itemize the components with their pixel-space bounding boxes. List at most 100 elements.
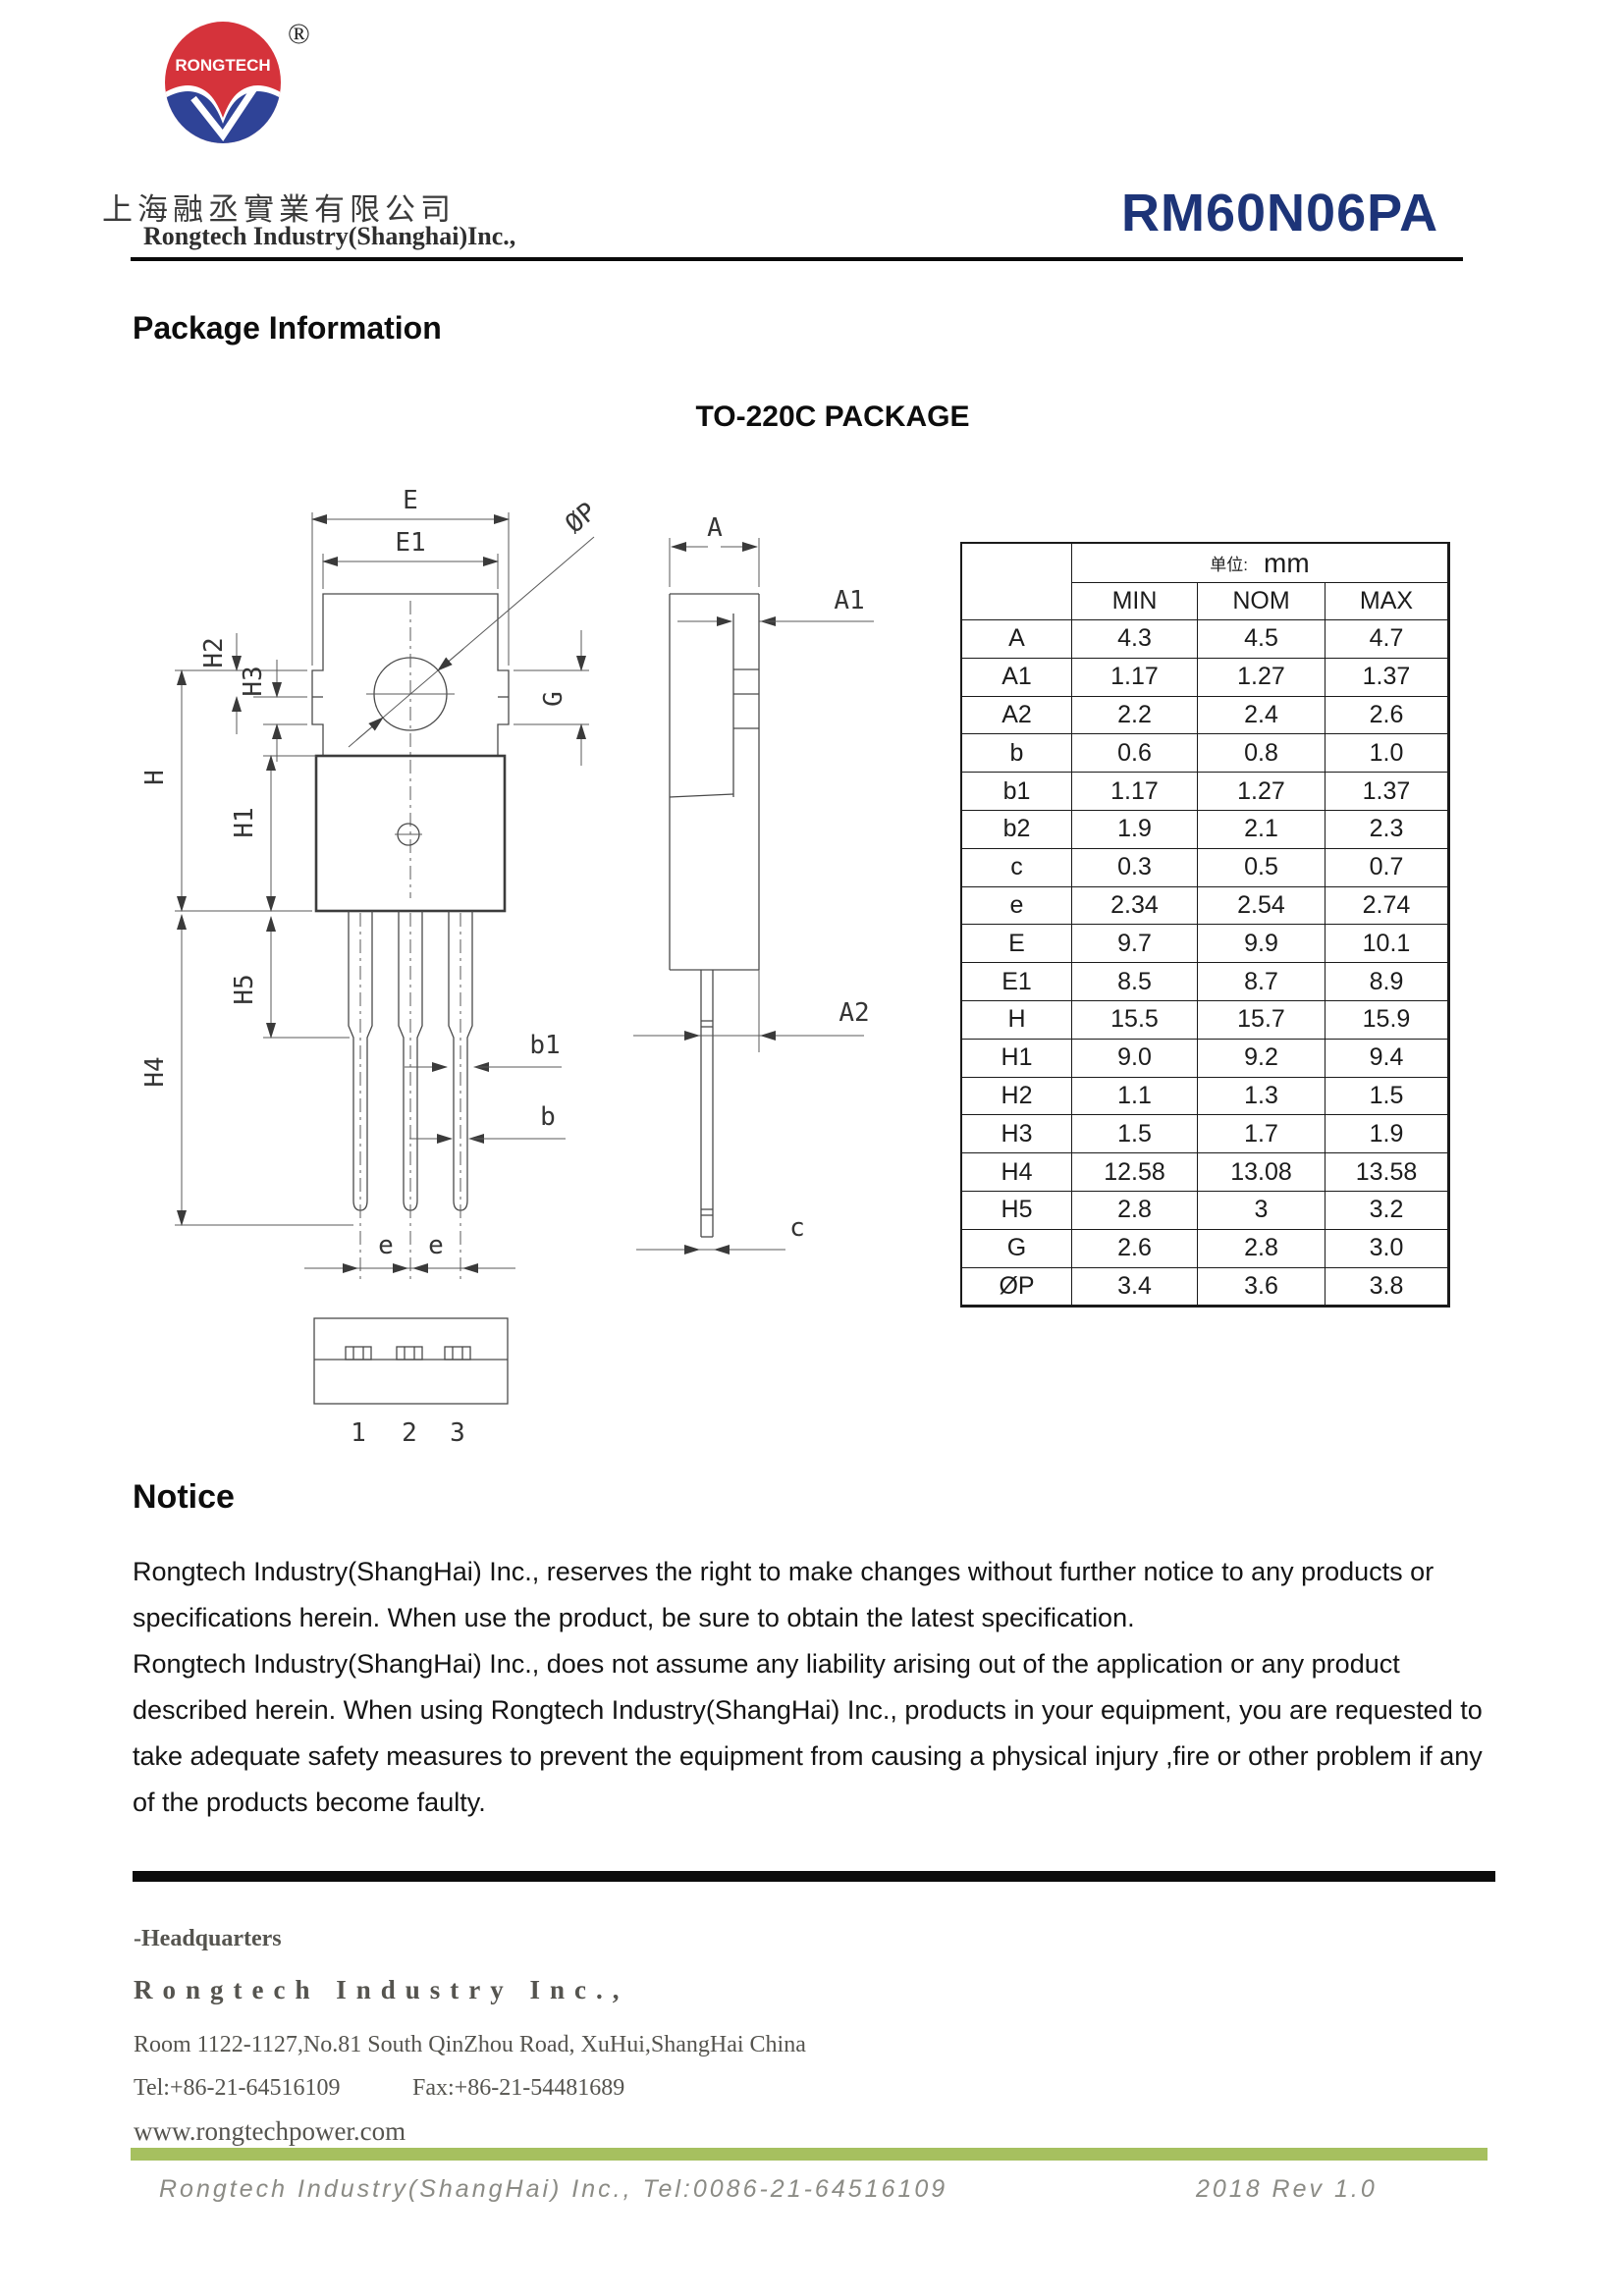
footer-company-name: Rongtech Industry Inc., — [134, 1975, 629, 2004]
footer-green-bar — [131, 2148, 1488, 2161]
dim-value-cell: 1.17 — [1072, 658, 1198, 697]
dim-symbol-cell: A — [962, 620, 1072, 659]
front-view — [311, 593, 510, 1281]
registered-mark-icon: ® — [288, 18, 310, 50]
dim-value-cell: 8.9 — [1325, 963, 1448, 1001]
dim-label-E1: E1 — [395, 528, 425, 558]
dim-symbol-cell: ØP — [962, 1267, 1072, 1307]
dim-value-cell: 2.4 — [1198, 696, 1325, 735]
dim-value-cell: 3 — [1198, 1191, 1325, 1230]
dim-value-cell: 1.9 — [1325, 1115, 1448, 1154]
header-rule — [131, 257, 1463, 261]
dim-value-cell: 3.0 — [1325, 1229, 1448, 1268]
dim-symbol-cell: H2 — [962, 1077, 1072, 1116]
dim-value-cell: 1.3 — [1198, 1077, 1325, 1116]
dim-value-cell: 9.0 — [1072, 1039, 1198, 1078]
footer-fax: Fax:+86-21-54481689 — [412, 2075, 625, 2101]
footer-website[interactable]: www.rongtechpower.com — [134, 2116, 406, 2146]
notice-title: Notice — [133, 1478, 235, 1516]
pin-number-2: 2 — [402, 1418, 417, 1448]
dim-symbol-cell: b — [962, 734, 1072, 774]
dim-label-b: b — [540, 1102, 556, 1132]
dim-label-H4: H4 — [140, 1056, 170, 1087]
dim-value-cell: 15.5 — [1072, 1000, 1198, 1040]
dim-symbol-cell: H5 — [962, 1191, 1072, 1230]
pin-number-3: 3 — [450, 1418, 465, 1448]
dim-value-cell: 12.58 — [1072, 1153, 1198, 1192]
dim-symbol-cell: E — [962, 925, 1072, 964]
dim-value-cell: 8.5 — [1072, 963, 1198, 1001]
dim-value-cell: 9.7 — [1072, 925, 1198, 964]
col-header-min: MIN — [1072, 583, 1198, 620]
dim-value-cell: 2.74 — [1325, 886, 1448, 926]
dim-symbol-cell: c — [962, 848, 1072, 887]
dim-label-A1: A1 — [834, 586, 864, 615]
logo-text: RONGTECH — [175, 56, 270, 75]
dim-value-cell: 2.6 — [1325, 696, 1448, 735]
col-header-nom: NOM — [1198, 583, 1325, 620]
bottom-view: 1 2 3 — [313, 1317, 509, 1448]
footer-divider-bar — [133, 1871, 1495, 1882]
dim-value-cell: 0.8 — [1198, 734, 1325, 774]
dim-value-cell: 15.7 — [1198, 1000, 1325, 1040]
dim-label-G: G — [539, 691, 568, 707]
dim-value-cell: 0.5 — [1198, 848, 1325, 887]
dim-symbol-cell: H1 — [962, 1039, 1072, 1078]
dim-value-cell: 1.27 — [1198, 658, 1325, 697]
dim-value-cell: 4.5 — [1198, 620, 1325, 659]
headquarters-label: -Headquarters — [134, 1926, 282, 1951]
dim-value-cell: 10.1 — [1325, 925, 1448, 964]
to220-outline-drawing: E E1 ØP H2 H3 H — [140, 486, 874, 1448]
dim-value-cell: 2.54 — [1198, 886, 1325, 926]
dim-label-A: A — [707, 513, 723, 543]
dim-label-H: H — [140, 770, 170, 785]
dim-label-A2: A2 — [839, 998, 869, 1028]
dim-label-e: e — [428, 1231, 444, 1260]
company-name-english: Rongtech Industry(Shanghai)Inc., — [143, 222, 516, 250]
dim-symbol-cell: b1 — [962, 773, 1072, 811]
footer-revision: 2018 Rev 1.0 — [1196, 2175, 1378, 2203]
dim-value-cell: 2.6 — [1072, 1229, 1198, 1268]
notice-paragraph: Rongtech Industry(ShangHai) Inc., does n… — [133, 1649, 1483, 1817]
table-corner-cell — [962, 544, 1072, 620]
dim-value-cell: 1.1 — [1072, 1077, 1198, 1116]
dim-value-cell: 4.7 — [1325, 620, 1448, 659]
dim-value-cell: 13.08 — [1198, 1153, 1325, 1192]
dim-value-cell: 15.9 — [1325, 1000, 1448, 1040]
dim-value-cell: 3.4 — [1072, 1267, 1198, 1307]
dim-symbol-cell: H4 — [962, 1153, 1072, 1192]
footer-telephone: Tel:+86-21-64516109 — [134, 2075, 341, 2101]
footer-address: Room 1122-1127,No.81 South QinZhou Road,… — [134, 2032, 806, 2057]
dim-symbol-cell: b2 — [962, 810, 1072, 849]
section-title: Package Information — [133, 310, 442, 346]
dim-symbol-cell: A1 — [962, 658, 1072, 697]
dim-value-cell: 8.7 — [1198, 963, 1325, 1001]
dim-value-cell: 2.2 — [1072, 696, 1198, 735]
notice-paragraph: Rongtech Industry(ShangHai) Inc., reserv… — [133, 1557, 1434, 1632]
dim-label-H5: H5 — [230, 974, 259, 1004]
dim-value-cell: 9.2 — [1198, 1039, 1325, 1078]
dim-value-cell: 9.4 — [1325, 1039, 1448, 1078]
dim-label-phiP: ØP — [560, 497, 602, 539]
dim-value-cell: 1.7 — [1198, 1115, 1325, 1154]
dim-value-cell: 2.34 — [1072, 886, 1198, 926]
pin-number-1: 1 — [351, 1418, 366, 1448]
dim-value-cell: 0.6 — [1072, 734, 1198, 774]
dim-label-H3: H3 — [239, 666, 268, 696]
dim-value-cell: 1.27 — [1198, 773, 1325, 811]
dim-symbol-cell: H3 — [962, 1115, 1072, 1154]
dim-value-cell: 1.9 — [1072, 810, 1198, 849]
front-view-dimensions: E E1 ØP H2 H3 H — [140, 486, 602, 1273]
dim-value-cell: 1.5 — [1325, 1077, 1448, 1116]
package-drawing-title: TO-220C PACKAGE — [695, 400, 970, 433]
dim-label-c: c — [789, 1213, 805, 1243]
dim-value-cell: 4.3 — [1072, 620, 1198, 659]
dim-label-E: E — [403, 486, 418, 515]
dim-value-cell: 1.37 — [1325, 773, 1448, 811]
unit-prefix: 单位: — [1210, 556, 1249, 574]
dim-value-cell: 0.7 — [1325, 848, 1448, 887]
dim-value-cell: 3.2 — [1325, 1191, 1448, 1230]
dim-label-H1: H1 — [230, 807, 259, 837]
